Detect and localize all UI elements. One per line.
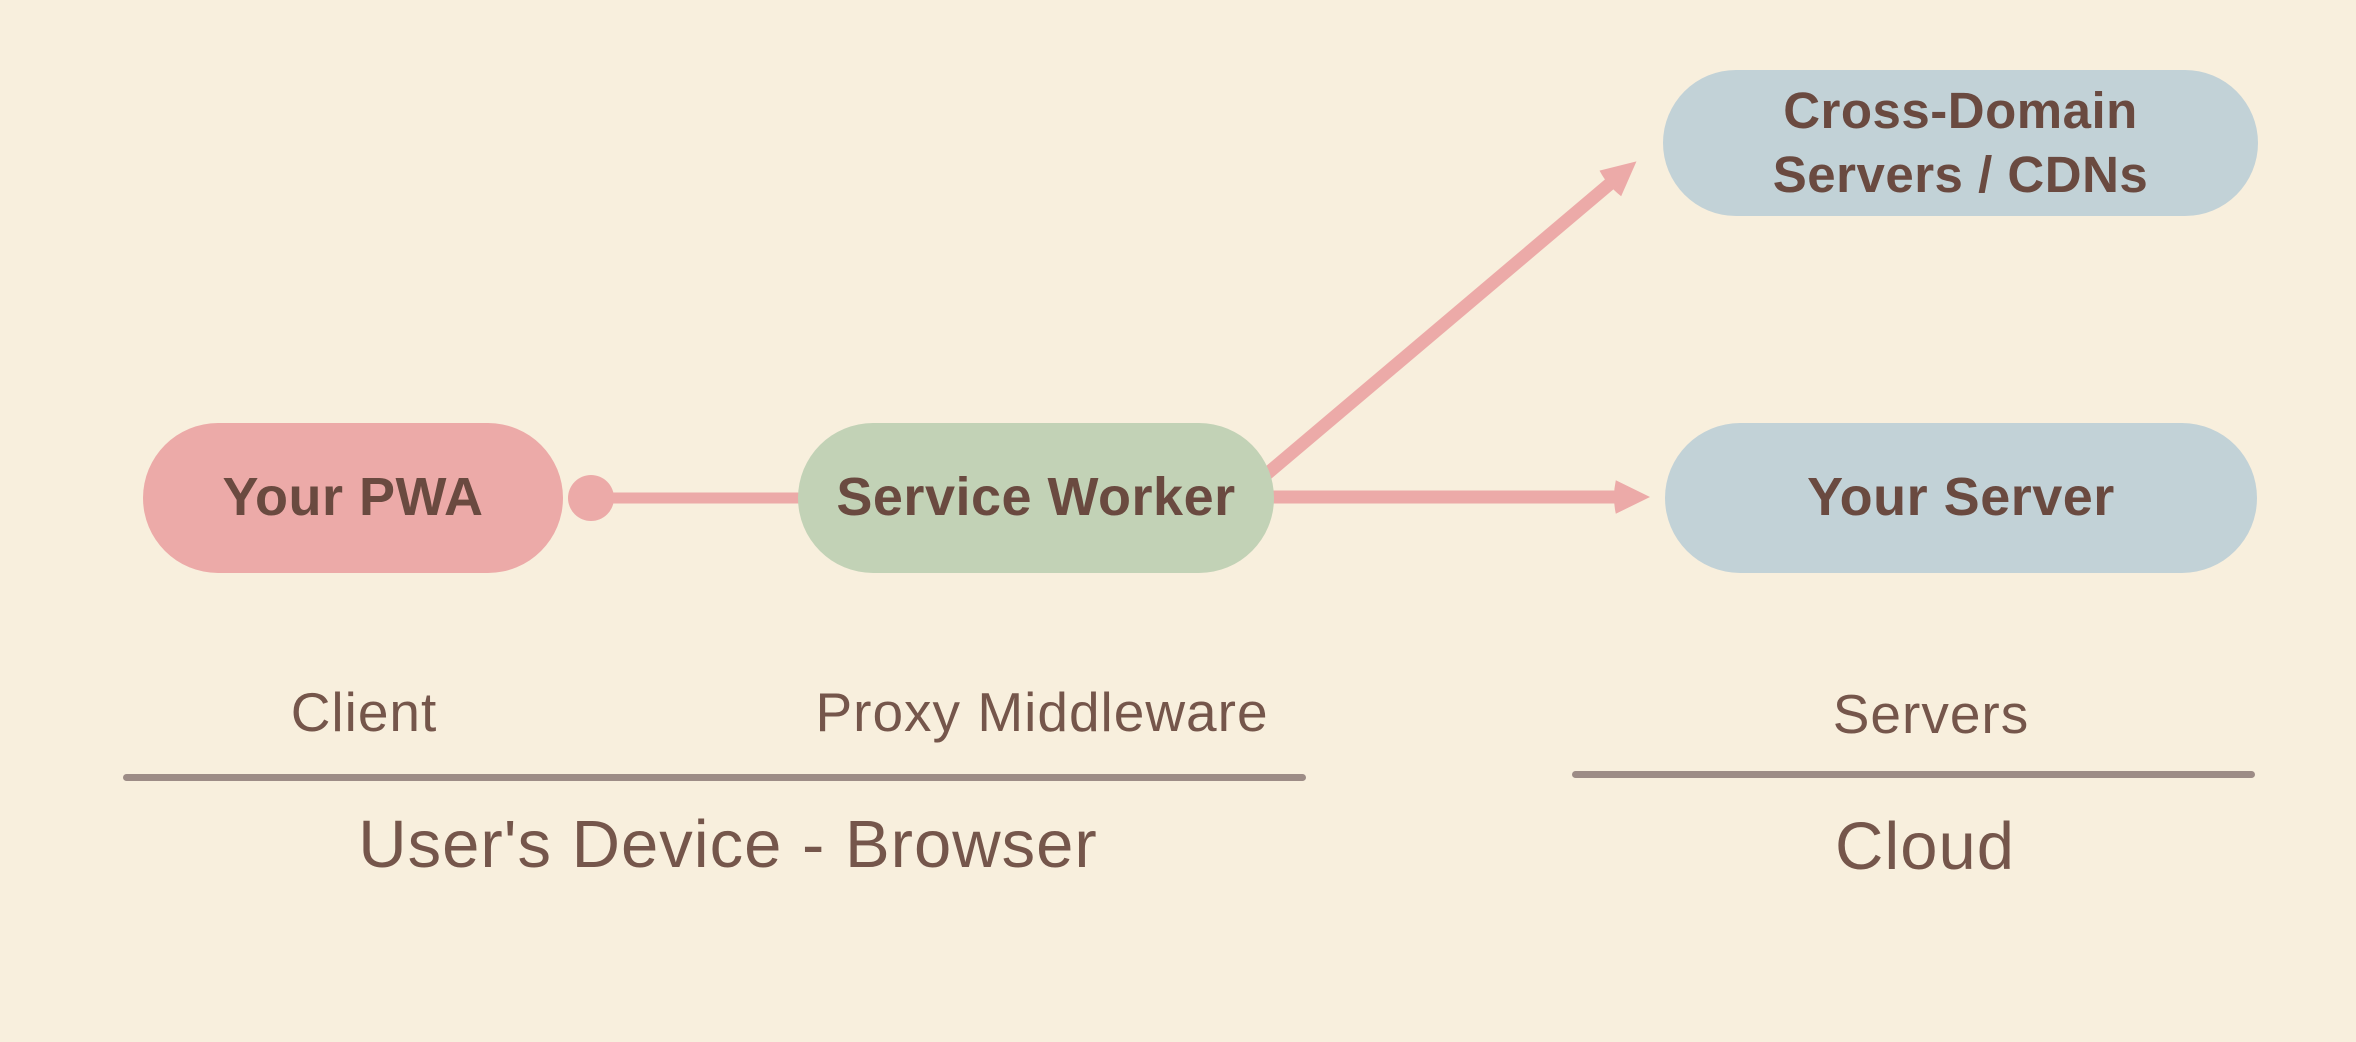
node-cross-domain-servers: Cross-Domain Servers / CDNs: [1663, 70, 2258, 216]
device-group-underline: [123, 774, 1306, 781]
label-client: Client: [290, 681, 438, 743]
cloud-group-underline: [1572, 771, 2255, 778]
node-your-server-label: Your Server: [1807, 467, 2115, 528]
node-service-worker: Service Worker: [798, 423, 1274, 573]
label-cloud: Cloud: [1834, 809, 2016, 884]
label-proxy-middleware: Proxy Middleware: [815, 681, 1269, 743]
connector-dot: [568, 475, 614, 521]
node-your-server: Your Server: [1665, 423, 2257, 573]
node-service-worker-label: Service Worker: [836, 467, 1236, 528]
label-users-device-browser: User's Device - Browser: [358, 807, 1098, 882]
label-servers: Servers: [1832, 683, 2030, 745]
node-cross-domain-label: Cross-Domain Servers / CDNs: [1772, 82, 2149, 203]
node-your-pwa-label: Your PWA: [222, 467, 484, 528]
node-your-pwa: Your PWA: [143, 423, 563, 573]
sw-to-cross-domain-arrow: [1205, 161, 1637, 527]
